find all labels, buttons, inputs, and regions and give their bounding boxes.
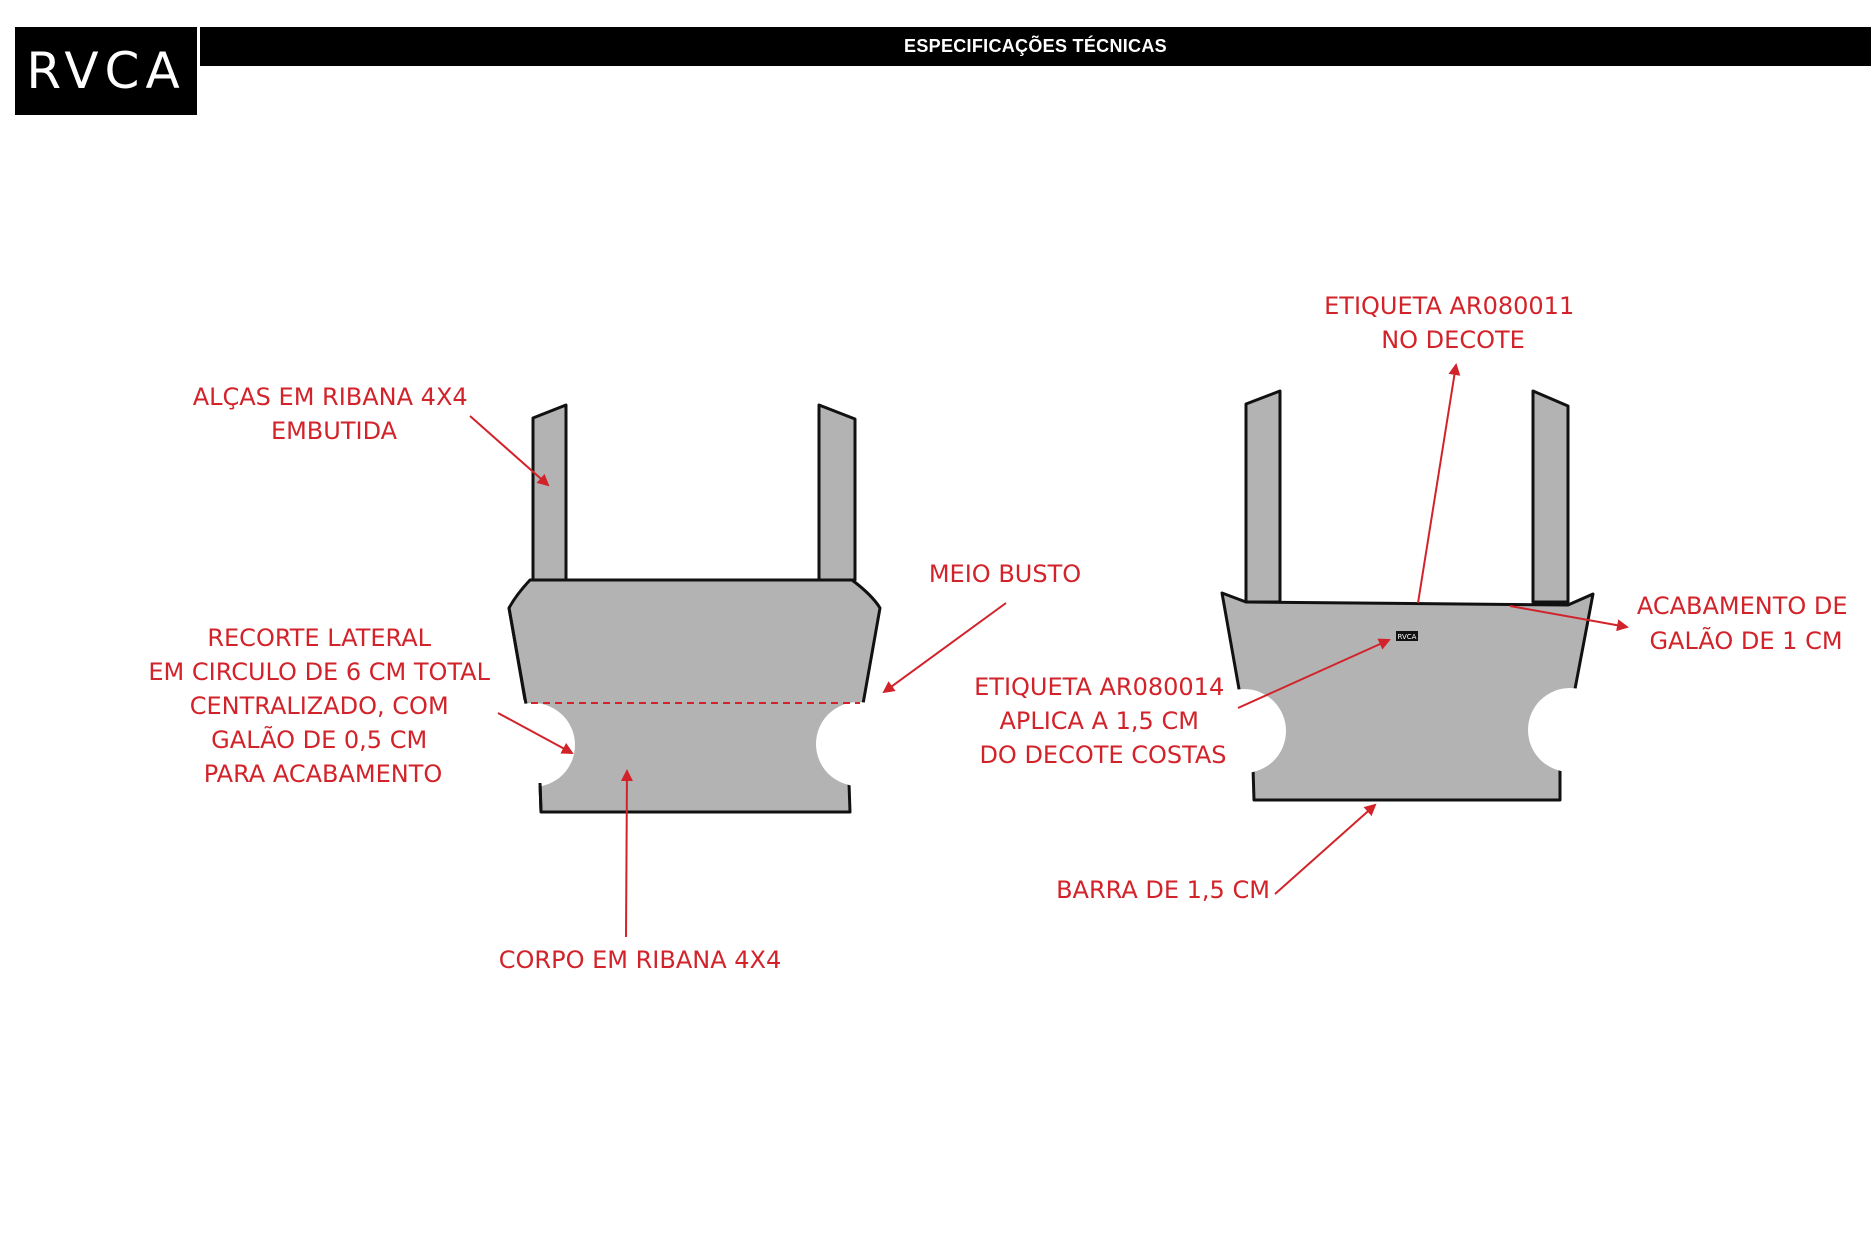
rvca-logo: RVCA <box>15 27 197 115</box>
logo-text: RVCA <box>26 42 186 100</box>
page-title: ESPECIFICAÇÕES TÉCNICAS <box>904 36 1167 56</box>
front-body <box>507 578 882 814</box>
back-strap-right <box>1531 389 1570 604</box>
arrow-recorte-lateral <box>497 712 574 754</box>
label-tag <box>1396 631 1418 641</box>
note-meio-busto: MEIO BUSTO <box>929 560 1081 588</box>
note-etiqueta-costas: ETIQUETA AR080014 APLICA A 1,5 CM DO DEC… <box>974 673 1232 769</box>
arrow-barra <box>1274 803 1377 895</box>
arrow-acabamento <box>1509 605 1629 632</box>
label-tag-text: RVCA <box>1398 633 1417 641</box>
back-side-cutout-right-circle <box>1528 688 1612 772</box>
front-strap-right <box>817 403 857 582</box>
arrow-corpo <box>620 769 633 938</box>
front-strap-left <box>531 403 568 582</box>
note-etiqueta-decote: ETIQUETA AR080011 NO DECOTE <box>1324 292 1582 354</box>
annotation-arrows <box>469 363 1629 938</box>
note-alcas: ALÇAS EM RIBANA 4X4 EMBUTIDA <box>193 383 476 445</box>
back-view: RVCA <box>1202 389 1612 802</box>
note-corpo: CORPO EM RIBANA 4X4 <box>499 946 781 974</box>
arrow-etiqueta-costas <box>1237 638 1391 709</box>
note-barra: BARRA DE 1,5 CM <box>1056 876 1270 904</box>
front-view <box>491 403 900 814</box>
front-side-cutout-right-circle <box>816 702 900 786</box>
arrow-etiqueta-decote <box>1417 363 1461 604</box>
back-body <box>1220 591 1595 802</box>
note-acabamento: ACABAMENTO DE GALÃO DE 1 CM <box>1637 592 1855 655</box>
back-strap-left <box>1244 389 1282 604</box>
front-side-cutout-left-circle <box>491 703 575 787</box>
arrow-meio-busto <box>882 602 1007 694</box>
front-outline-left-edge <box>507 607 543 813</box>
note-recorte-lateral: RECORTE LATERAL EM CIRCULO DE 6 CM TOTAL… <box>148 624 497 788</box>
header-title-bar: ESPECIFICAÇÕES TÉCNICAS <box>200 27 1871 66</box>
annotation-texts: ALÇAS EM RIBANA 4X4 EMBUTIDA MEIO BUSTO … <box>148 292 1855 974</box>
back-side-cutout-left-circle <box>1202 689 1286 773</box>
arrow-alcas <box>469 415 550 487</box>
